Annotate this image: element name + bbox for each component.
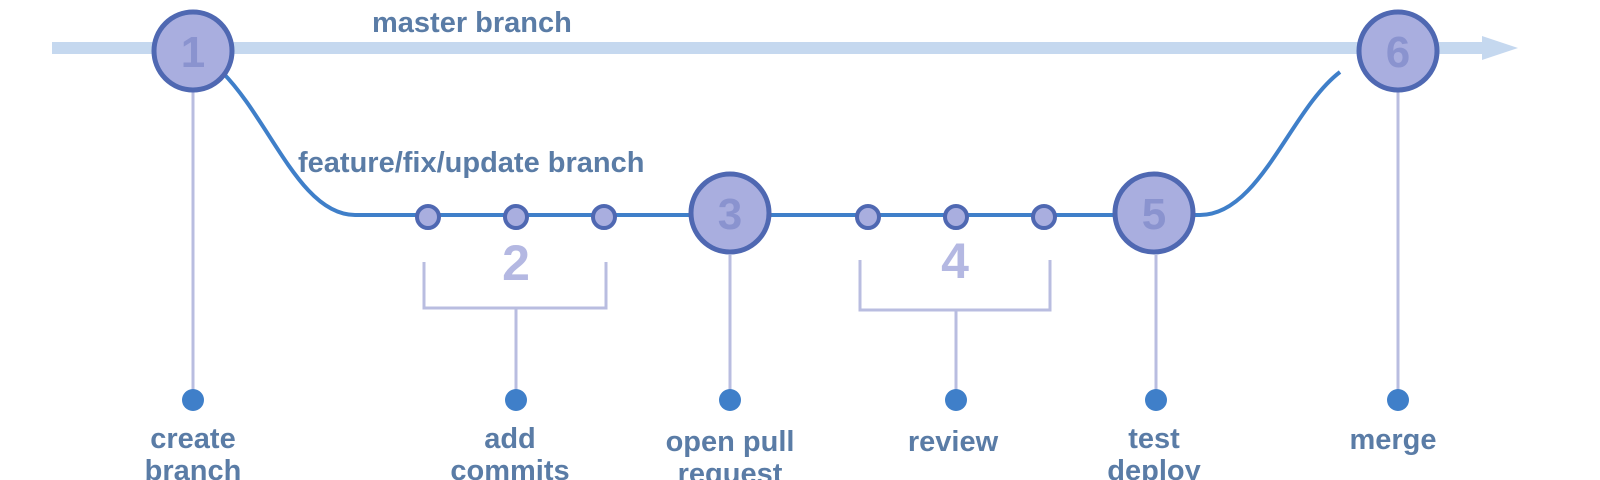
step-label-review: review — [908, 426, 999, 458]
group-number-4: 4 — [941, 233, 969, 289]
step-connectors — [191, 90, 1400, 400]
commit-dot — [943, 204, 969, 230]
node-number: 5 — [1142, 190, 1166, 239]
commit-dot — [591, 204, 617, 230]
node-3: 3 — [688, 171, 772, 255]
step-label-test-deploy-line1: test — [1128, 423, 1180, 455]
node-number: 1 — [181, 28, 205, 77]
node-number: 6 — [1386, 28, 1410, 77]
node-1: 1 — [151, 9, 235, 93]
step-dot — [719, 389, 741, 411]
step-dot — [182, 389, 204, 411]
commit-dot — [503, 204, 529, 230]
master-branch-arrow-icon — [1482, 36, 1518, 60]
commit-dot — [1031, 204, 1057, 230]
step-label-merge: merge — [1349, 424, 1436, 456]
group-number-2: 2 — [502, 235, 530, 291]
feature-branch-line — [220, 70, 1342, 217]
step-dot — [1145, 389, 1167, 411]
node-5: 5 — [1112, 171, 1196, 255]
node-number: 3 — [718, 190, 742, 239]
feature-branch-label: feature/fix/update branch — [298, 147, 644, 179]
step-label-create-branch-line2: branch — [145, 455, 242, 480]
step-label-add-commits-line1: add — [484, 423, 536, 455]
step-label-test-deploy-line2: deploy — [1107, 455, 1200, 480]
step-label-create-branch-line1: create — [150, 423, 235, 455]
step-label-open-pull-request-line2: request — [678, 458, 783, 480]
step-dot — [945, 389, 967, 411]
step-label-add-commits-line2: commits — [450, 455, 569, 480]
step-dot — [505, 389, 527, 411]
step-dot — [1387, 389, 1409, 411]
commit-dot — [415, 204, 441, 230]
master-branch-label: master branch — [372, 7, 572, 39]
node-6: 6 — [1356, 9, 1440, 93]
step-label-open-pull-request-line1: open pull — [666, 426, 795, 458]
commit-dot — [855, 204, 881, 230]
